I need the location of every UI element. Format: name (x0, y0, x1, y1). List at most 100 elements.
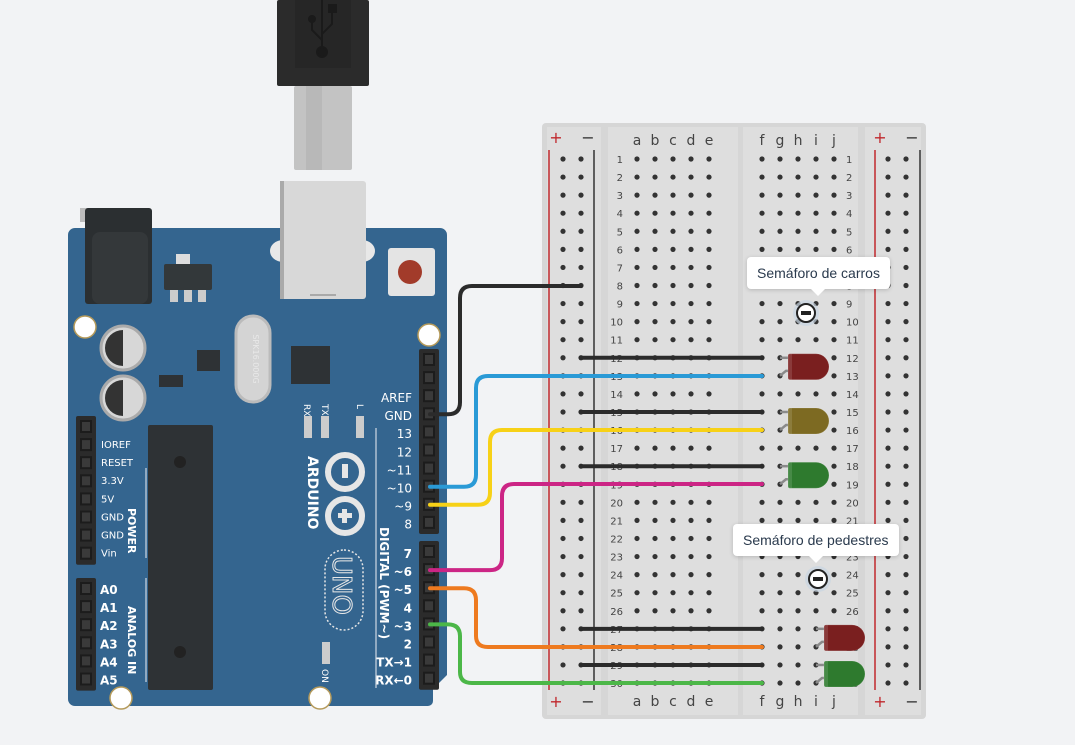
breadboard-hole[interactable] (885, 572, 891, 578)
breadboard-hole[interactable] (885, 210, 891, 216)
breadboard-hole[interactable] (670, 319, 676, 325)
breadboard-hole[interactable] (831, 427, 837, 433)
breadboard-hole[interactable] (670, 553, 676, 560)
breadboard-hole[interactable] (706, 535, 712, 542)
breadboard-hole[interactable] (831, 445, 837, 451)
breadboard-hole[interactable] (831, 608, 837, 614)
breadboard-hole[interactable] (813, 246, 819, 252)
breadboard-hole[interactable] (903, 228, 909, 234)
breadboard-hole[interactable] (831, 572, 837, 578)
breadboard-hole[interactable] (670, 210, 676, 216)
breadboard-hole[interactable] (560, 228, 566, 234)
breadboard-hole[interactable] (652, 608, 658, 614)
breadboard-hole[interactable] (652, 264, 658, 271)
breadboard-hole[interactable] (706, 264, 712, 271)
breadboard-hole[interactable] (578, 391, 584, 397)
breadboard-hole[interactable] (670, 608, 676, 614)
breadboard-hole[interactable] (560, 156, 566, 162)
breadboard-hole[interactable] (578, 553, 584, 560)
breadboard-hole[interactable] (670, 192, 676, 198)
breadboard-hole[interactable] (670, 264, 676, 271)
breadboard-hole[interactable] (759, 210, 765, 216)
breadboard-hole[interactable] (903, 174, 909, 180)
breadboard-hole[interactable] (706, 192, 712, 198)
breadboard-hole[interactable] (688, 337, 694, 343)
wire-pin10[interactable] (428, 374, 764, 489)
breadboard-hole[interactable] (777, 626, 783, 632)
breadboard-hole[interactable] (885, 680, 891, 686)
breadboard-hole[interactable] (670, 282, 676, 289)
breadboard-hole[interactable] (560, 337, 566, 343)
breadboard-hole[interactable] (578, 192, 584, 198)
breadboard-hole[interactable] (795, 608, 801, 614)
breadboard-hole[interactable] (831, 210, 837, 216)
breadboard-hole[interactable] (903, 156, 909, 162)
breadboard-hole[interactable] (831, 192, 837, 198)
breadboard-hole[interactable] (706, 246, 712, 252)
led-car-yellow[interactable] (779, 407, 830, 435)
breadboard-hole[interactable] (777, 174, 783, 180)
breadboard-hole[interactable] (634, 535, 640, 542)
breadboard-hole[interactable] (578, 210, 584, 216)
breadboard-hole[interactable] (777, 337, 783, 343)
breadboard-hole[interactable] (578, 572, 584, 578)
breadboard-hole[interactable] (777, 445, 783, 451)
breadboard-hole[interactable] (795, 662, 801, 668)
breadboard-hole[interactable] (903, 499, 909, 505)
breadboard-hole[interactable] (560, 463, 566, 469)
breadboard-hole[interactable] (688, 210, 694, 216)
breadboard-hole[interactable] (885, 662, 891, 668)
breadboard-hole[interactable] (688, 499, 694, 505)
breadboard-hole[interactable] (706, 499, 712, 505)
breadboard-hole[interactable] (885, 517, 891, 524)
breadboard-hole[interactable] (634, 608, 640, 614)
breadboard-hole[interactable] (578, 590, 584, 596)
breadboard-hole[interactable] (560, 391, 566, 397)
breadboard-hole[interactable] (688, 572, 694, 578)
breadboard-hole[interactable] (885, 319, 891, 325)
breadboard-hole[interactable] (777, 156, 783, 162)
breadboard-hole[interactable] (831, 391, 837, 397)
breadboard-hole[interactable] (777, 192, 783, 198)
breadboard-hole[interactable] (885, 192, 891, 198)
breadboard-hole[interactable] (777, 590, 783, 596)
breadboard-hole[interactable] (688, 608, 694, 614)
breadboard-hole[interactable] (813, 608, 819, 614)
breadboard-hole[interactable] (777, 644, 783, 650)
breadboard-hole[interactable] (759, 319, 765, 325)
breadboard-hole[interactable] (652, 246, 658, 252)
breadboard-hole[interactable] (831, 246, 837, 252)
breadboard-hole[interactable] (759, 300, 765, 307)
breadboard-hole[interactable] (903, 337, 909, 343)
breadboard-hole[interactable] (634, 156, 640, 162)
breadboard-hole[interactable] (795, 337, 801, 343)
breadboard-hole[interactable] (795, 644, 801, 650)
breadboard-hole[interactable] (903, 680, 909, 686)
note-car-traffic-light[interactable]: Semáforo de carros (747, 257, 890, 296)
breadboard-hole[interactable] (706, 156, 712, 162)
breadboard-hole[interactable] (831, 499, 837, 505)
breadboard-hole[interactable] (885, 337, 891, 343)
breadboard-hole[interactable] (670, 499, 676, 505)
breadboard-hole[interactable] (652, 445, 658, 451)
breadboard-hole[interactable] (777, 662, 783, 668)
breadboard-hole[interactable] (706, 553, 712, 560)
breadboard-hole[interactable] (688, 192, 694, 198)
breadboard-hole[interactable] (688, 319, 694, 325)
breadboard-hole[interactable] (831, 156, 837, 162)
note-marker-pedestrian[interactable] (805, 566, 831, 592)
breadboard-hole[interactable] (560, 264, 566, 271)
breadboard-hole[interactable] (688, 174, 694, 180)
breadboard-hole[interactable] (560, 535, 566, 542)
breadboard-hole[interactable] (813, 228, 819, 234)
breadboard-hole[interactable] (903, 391, 909, 397)
breadboard-hole[interactable] (652, 553, 658, 560)
breadboard-hole[interactable] (885, 409, 891, 415)
breadboard-hole[interactable] (831, 319, 837, 325)
breadboard-hole[interactable] (885, 644, 891, 650)
breadboard-hole[interactable] (560, 626, 566, 632)
breadboard-hole[interactable] (560, 662, 566, 668)
breadboard-hole[interactable] (652, 391, 658, 397)
breadboard-hole[interactable] (634, 210, 640, 216)
breadboard-hole[interactable] (903, 517, 909, 524)
